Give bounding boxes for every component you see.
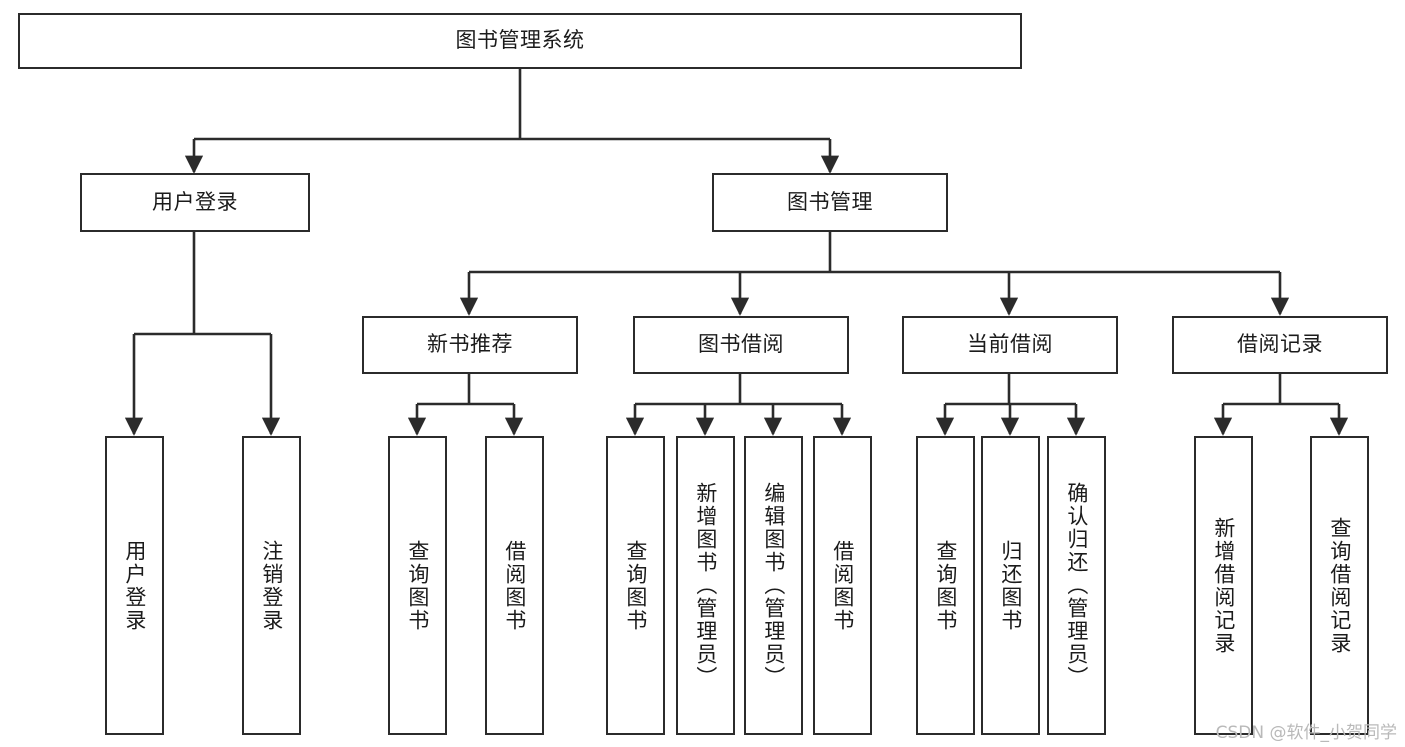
- node-label: 新书推荐: [427, 332, 513, 357]
- node-label: 借阅图书: [502, 539, 527, 632]
- node-label: 注销登录: [259, 539, 284, 632]
- node-label: 归还图书: [998, 539, 1023, 632]
- leaf-add-borrow-record[interactable]: 新增借阅记录: [1194, 436, 1253, 735]
- node-label: 查询图书: [933, 539, 958, 632]
- node-label: 确认归还（管理员）: [1064, 482, 1089, 689]
- node-label: 新增图书（管理员）: [693, 482, 718, 689]
- leaf-user-login[interactable]: 用户登录: [105, 436, 164, 735]
- leaf-return-book[interactable]: 归还图书: [981, 436, 1040, 735]
- node-borrow-record[interactable]: 借阅记录: [1172, 316, 1388, 374]
- leaf-add-book-admin[interactable]: 新增图书（管理员）: [676, 436, 735, 735]
- node-label: 借阅记录: [1237, 332, 1323, 357]
- node-label: 用户登录: [152, 189, 238, 214]
- leaf-logout[interactable]: 注销登录: [242, 436, 301, 735]
- node-book-borrow[interactable]: 图书借阅: [633, 316, 849, 374]
- node-book-management[interactable]: 图书管理: [712, 173, 948, 232]
- node-label: 查询图书: [405, 539, 430, 632]
- node-label: 用户登录: [122, 539, 147, 632]
- leaf-edit-book-admin[interactable]: 编辑图书（管理员）: [744, 436, 803, 735]
- leaf-query-book-borrow[interactable]: 查询图书: [606, 436, 665, 735]
- leaf-borrow-book-recommend[interactable]: 借阅图书: [485, 436, 544, 735]
- leaf-borrow-book[interactable]: 借阅图书: [813, 436, 872, 735]
- node-label: 图书借阅: [698, 332, 784, 357]
- leaf-query-borrow-record[interactable]: 查询借阅记录: [1310, 436, 1369, 735]
- node-label: 借阅图书: [830, 539, 855, 632]
- leaf-confirm-return-admin[interactable]: 确认归还（管理员）: [1047, 436, 1106, 735]
- node-label: 编辑图书（管理员）: [761, 482, 786, 689]
- node-label: 图书管理系统: [455, 28, 585, 53]
- node-root-system[interactable]: 图书管理系统: [18, 13, 1022, 69]
- node-new-book-recommend[interactable]: 新书推荐: [362, 316, 578, 374]
- node-label: 查询图书: [623, 539, 648, 632]
- node-label: 当前借阅: [967, 332, 1053, 357]
- node-user-login[interactable]: 用户登录: [80, 173, 310, 232]
- node-current-borrow[interactable]: 当前借阅: [902, 316, 1118, 374]
- node-label: 查询借阅记录: [1327, 516, 1352, 655]
- leaf-query-book-recommend[interactable]: 查询图书: [388, 436, 447, 735]
- node-label: 新增借阅记录: [1211, 516, 1236, 655]
- csdn-watermark: CSDN @软件_小贺同学: [1215, 723, 1397, 743]
- leaf-query-book-current[interactable]: 查询图书: [916, 436, 975, 735]
- node-label: 图书管理: [787, 189, 873, 214]
